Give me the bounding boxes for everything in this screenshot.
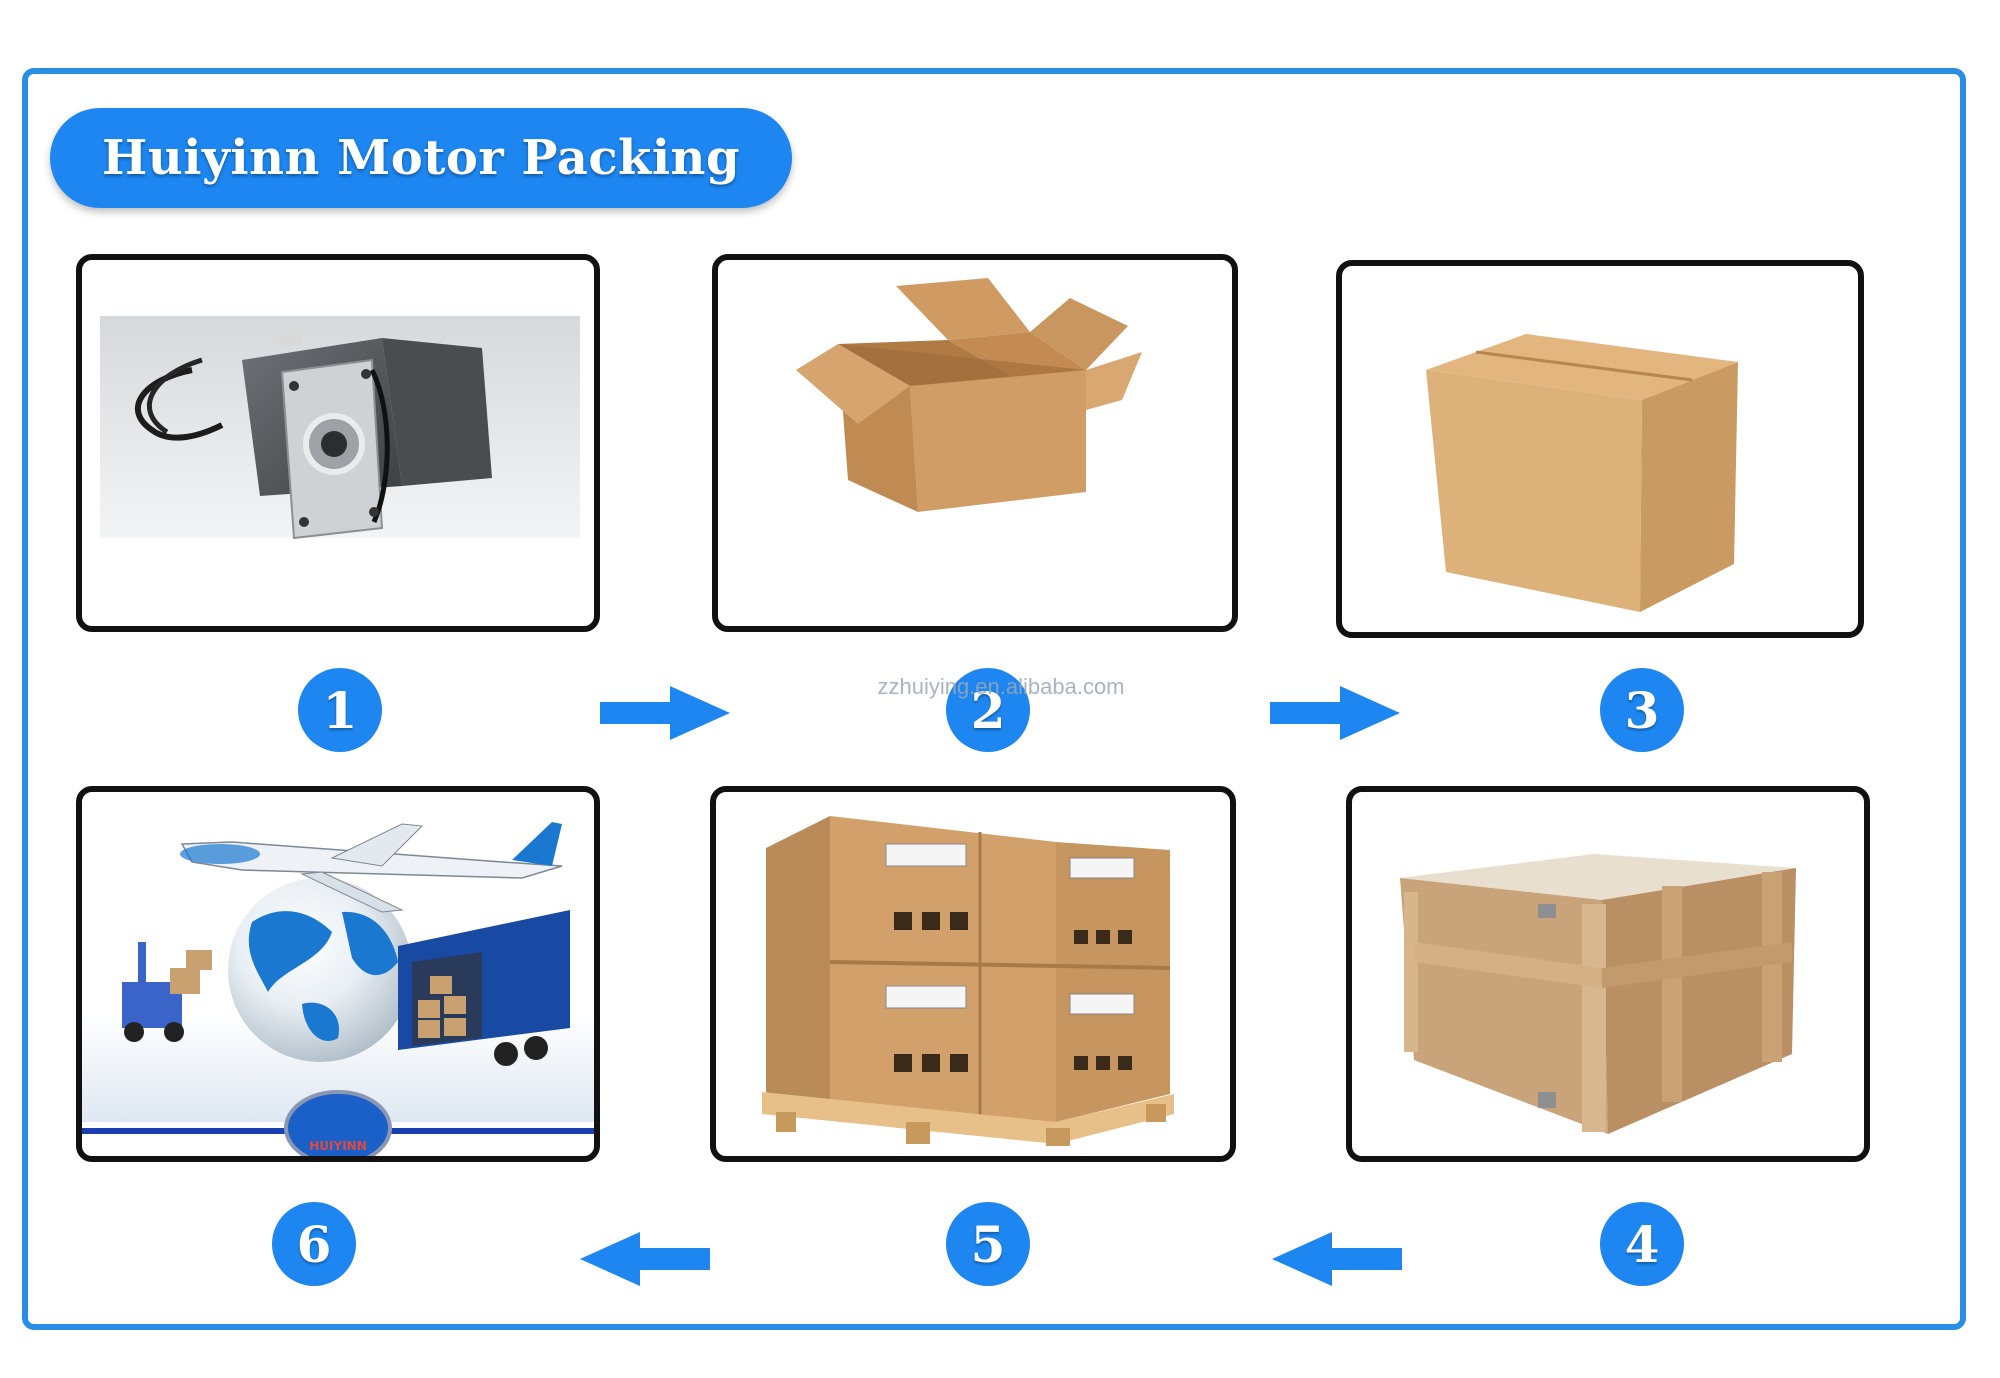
step-5-badge: 5	[946, 1202, 1030, 1286]
geared-motor-icon	[100, 316, 580, 540]
wooden-crate-icon	[1400, 854, 1796, 1134]
step-6-number: 6	[296, 1214, 332, 1274]
step-1-number: 1	[322, 680, 358, 740]
step-1-badge: 1	[298, 668, 382, 752]
step-5-card	[710, 786, 1236, 1162]
step-2-number: 2	[970, 680, 1006, 740]
huiyinn-logo-icon	[284, 1090, 392, 1156]
arrow-left-icon	[1272, 1232, 1402, 1286]
watermark-text: zzhuiying.en.alibaba.com	[877, 674, 1125, 699]
step-2-badge: 2	[946, 668, 1030, 752]
step-3-badge: 3	[1600, 668, 1684, 752]
step-2-card	[712, 254, 1238, 632]
arrow-left-icon	[580, 1232, 710, 1286]
step-3-card	[1336, 260, 1864, 638]
huiyinn-logo-text: HUIYINN	[309, 1139, 367, 1153]
sealed-carton-box-icon	[1426, 334, 1738, 612]
step-3-number: 3	[1624, 680, 1660, 740]
open-carton-box-icon	[796, 278, 1142, 512]
diagram-frame	[22, 68, 1966, 1330]
title-banner: Huiyinn Motor Packing	[50, 108, 792, 208]
step-4-badge: 4	[1600, 1202, 1684, 1286]
step-4-number: 4	[1624, 1214, 1660, 1274]
arrow-right-icon	[1270, 686, 1400, 740]
step-4-card	[1346, 786, 1870, 1162]
step-6-card: HUIYINN	[76, 786, 600, 1162]
arrow-right-icon	[600, 686, 730, 740]
step-5-number: 5	[970, 1214, 1006, 1274]
page-title: Huiyinn Motor Packing	[101, 130, 741, 186]
step-6-badge: 6	[272, 1202, 356, 1286]
palletized-cartons-icon	[762, 816, 1174, 1146]
global-shipping-icon: HUIYINN	[82, 822, 594, 1156]
step-1-card	[76, 254, 600, 632]
